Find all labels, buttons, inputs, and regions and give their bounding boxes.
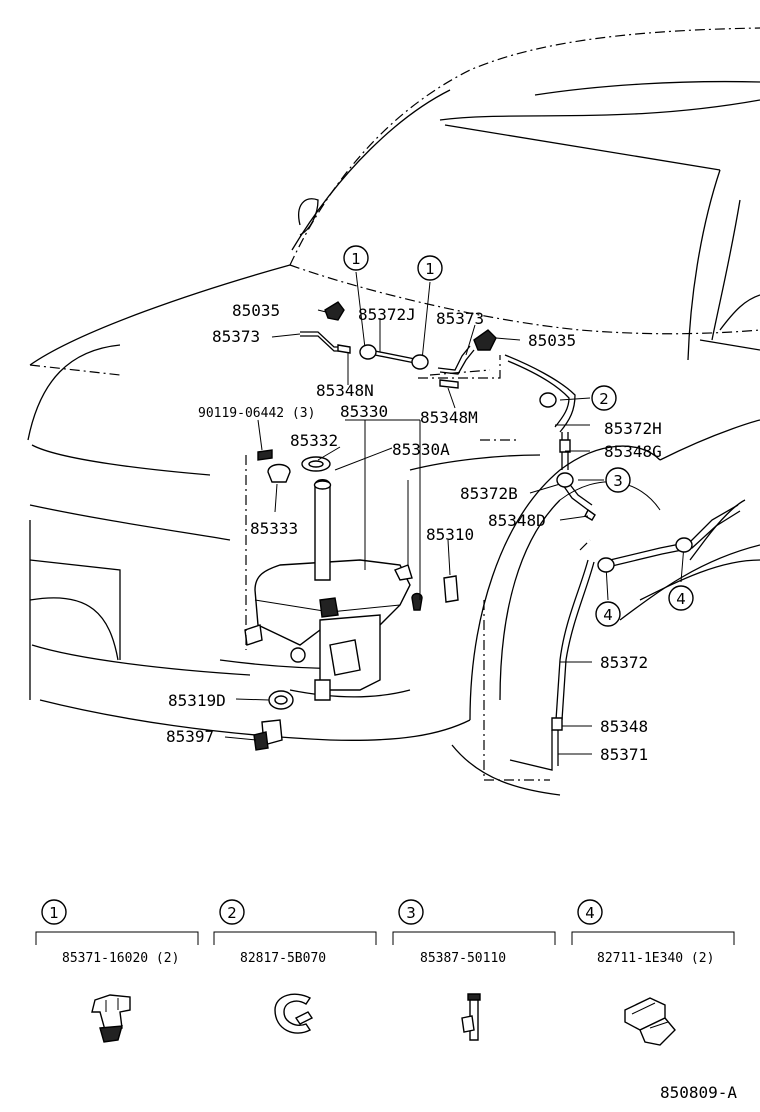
label-90119: 90119-06442 (3) [198, 406, 315, 421]
washer-nozzle-right [473, 329, 497, 351]
label-85348M: 85348M [420, 408, 478, 427]
legend-part-2: 82817-5B070 [240, 951, 326, 966]
clamp-markers [359, 344, 693, 573]
clip-part-2 [274, 993, 314, 1034]
label-85348: 85348 [600, 717, 648, 736]
figure-id: 850809-A [660, 1083, 737, 1102]
label-85372: 85372 [600, 653, 648, 672]
callout-1a: 1 [343, 245, 369, 271]
washer-hose-right [504, 354, 741, 771]
label-85333: 85333 [250, 519, 298, 538]
label-85035-left: 85035 [232, 301, 280, 320]
svg-text:4: 4 [676, 590, 686, 608]
label-85348N: 85348N [316, 381, 374, 400]
legend-item-2: 2 82817-5B070 [213, 899, 377, 1034]
washer-nozzle-left [324, 301, 345, 321]
callout-2: 2 [591, 385, 617, 411]
svg-text:1: 1 [425, 260, 435, 278]
legend-part-1: 85371-16020 (2) [62, 951, 179, 966]
svg-text:2: 2 [599, 390, 609, 408]
svg-text:2: 2 [227, 904, 237, 922]
legend-part-4: 82711-1E340 (2) [597, 951, 714, 966]
reservoir-cap [267, 463, 291, 483]
legend-item-1: 1 85371-16020 (2) [35, 899, 199, 1043]
clip-part-1 [91, 994, 131, 1043]
legend-item-4: 4 82711-1E340 (2) [571, 899, 735, 1046]
svg-text:1: 1 [351, 250, 361, 268]
label-85310: 85310 [426, 525, 474, 544]
label-85372B: 85372B [460, 484, 518, 503]
label-85319D: 85319D [168, 691, 226, 710]
label-85330: 85330 [340, 402, 388, 421]
label-85397: 85397 [166, 727, 214, 746]
svg-text:3: 3 [406, 904, 416, 922]
joint-part-3 [461, 993, 481, 1041]
washer-pump [411, 575, 459, 611]
svg-text:1: 1 [49, 904, 59, 922]
label-85332: 85332 [290, 431, 338, 450]
callout-4b: 4 [668, 585, 694, 611]
label-85372H: 85372H [604, 419, 662, 438]
label-85348G: 85348G [604, 442, 662, 461]
leader-lines [224, 271, 685, 781]
label-85372J: 85372J [358, 305, 416, 324]
label-85035-right: 85035 [528, 331, 576, 350]
washer-hose-top [300, 331, 475, 389]
callout-4a: 4 [595, 601, 621, 627]
svg-text:4: 4 [585, 904, 595, 922]
label-85371: 85371 [600, 745, 648, 764]
svg-text:3: 3 [613, 472, 623, 490]
legend-part-3: 85387-50110 [420, 951, 506, 966]
label-85373-right: 85373 [436, 309, 484, 328]
clamp-part-4 [624, 997, 676, 1046]
grommet [268, 690, 294, 710]
svg-text:4: 4 [603, 606, 613, 624]
label-85330A: 85330A [392, 440, 450, 459]
level-switch [253, 719, 283, 751]
label-85348D: 85348D [488, 511, 546, 530]
car-body-outline [27, 27, 760, 796]
callout-3: 3 [605, 467, 631, 493]
bolt [257, 449, 273, 461]
legend-item-3: 3 85387-50110 [392, 899, 556, 1041]
washer-reservoir [244, 479, 413, 701]
callout-1b: 1 [417, 255, 443, 281]
part-labels: 85035 85373 85372J 85373 85035 85348N 90… [166, 301, 662, 764]
reservoir-gasket [301, 456, 331, 472]
label-85373-left: 85373 [212, 327, 260, 346]
